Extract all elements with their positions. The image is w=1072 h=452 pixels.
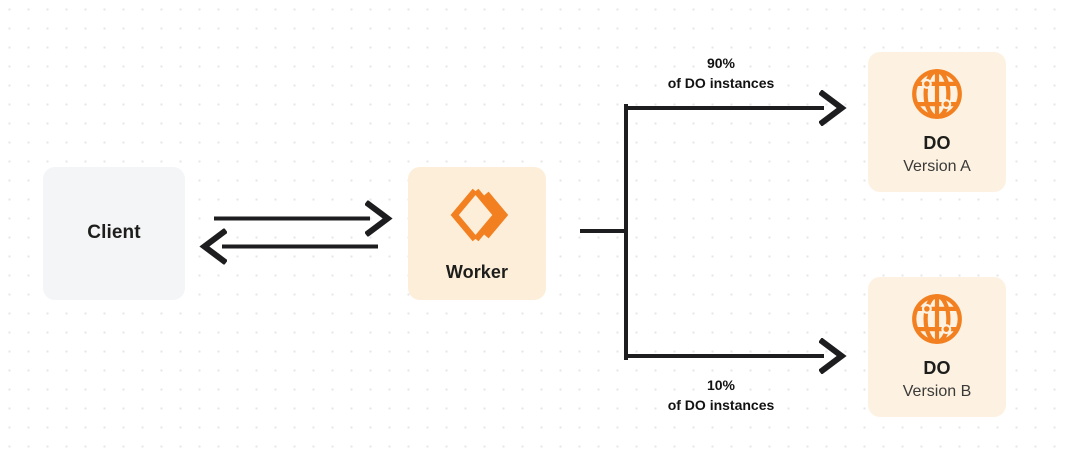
node-do-version-a[interactable]: DO Version A bbox=[868, 52, 1006, 192]
node-do-a-version: Version A bbox=[903, 157, 971, 175]
globe-icon bbox=[910, 292, 964, 346]
node-worker-label: Worker bbox=[445, 261, 509, 282]
cloudflare-workers-icon bbox=[446, 184, 509, 246]
edge-label-do-b: 10% of DO instances bbox=[657, 375, 785, 416]
edge-label-do-b-percent: 10% bbox=[706, 377, 736, 393]
node-client[interactable]: Client bbox=[43, 167, 185, 300]
edge-label-do-a-description: of DO instances bbox=[667, 75, 775, 92]
node-do-b-label: DO bbox=[923, 358, 951, 379]
edge-label-do-a: 90% of DO instances bbox=[657, 53, 785, 94]
node-do-version-b[interactable]: DO Version B bbox=[868, 277, 1006, 417]
node-client-label: Client bbox=[87, 222, 141, 244]
edge-worker-split-bus bbox=[580, 104, 628, 360]
node-do-a-label: DO bbox=[923, 133, 951, 154]
node-do-b-version: Version B bbox=[902, 382, 972, 400]
globe-icon bbox=[910, 67, 964, 121]
edge-label-do-a-percent: 90% bbox=[706, 55, 736, 71]
edge-label-do-b-description: of DO instances bbox=[667, 397, 775, 414]
node-worker[interactable]: Worker bbox=[408, 167, 546, 300]
